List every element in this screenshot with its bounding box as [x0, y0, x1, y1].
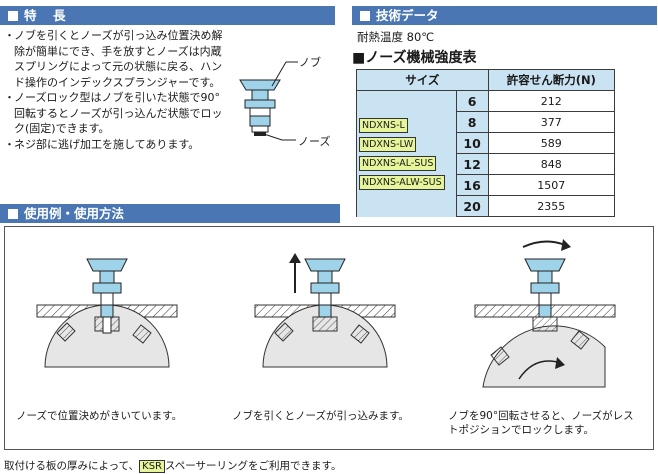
- force-cell: 848: [487, 153, 616, 175]
- ksr-tag: KSR: [139, 460, 165, 473]
- usage-illustrations: [36, 239, 616, 388]
- usage-header: 使用例・使用方法: [0, 204, 340, 223]
- size-cell: 16: [455, 174, 489, 196]
- size-cell: 12: [455, 153, 489, 175]
- table-row: 16 1507: [357, 174, 616, 196]
- model-list-cell: NDXNS-L NDXNS-LW NDXNS-AL-SUS NDXNS-ALW-…: [356, 90, 457, 217]
- nose-label: ノーズ: [298, 135, 331, 148]
- plunger-diagram: [239, 61, 298, 141]
- size-cell: 10: [455, 132, 489, 154]
- feature-item: ・ ノブを引くとノーズが引っ込み位置決め解除が簡単にでき、手を放すとノーズは内蔵…: [4, 29, 223, 89]
- force-cell: 212: [487, 90, 616, 112]
- table-row: 12 848: [357, 153, 616, 175]
- table-title: ■ノーズ機械強度表: [352, 50, 477, 66]
- usage-caption-1: ノーズで位置決めがきいています。: [16, 410, 183, 422]
- model-tag: NDXNS-LW: [359, 136, 417, 152]
- square-bullet-icon: [8, 10, 18, 21]
- model-tag: NDXNS-ALW-SUS: [359, 174, 445, 190]
- heat-resistance: 耐熱温度 80℃: [357, 30, 435, 44]
- feature-item: ・ ノーズロック型はノブを引いた状態で90°回転するとノーズが引っ込んだ状態でロ…: [4, 91, 223, 135]
- knob-label: ノブ: [299, 56, 321, 69]
- usage-step-3-diagram: [474, 239, 616, 388]
- model-tag: NDXNS-L: [359, 117, 408, 133]
- usage-step-2-diagram: [254, 253, 396, 368]
- size-cell: 8: [455, 111, 489, 133]
- square-bullet-icon: [360, 10, 370, 21]
- table-row: 10 589: [357, 132, 616, 154]
- force-cell: 589: [487, 132, 616, 154]
- table-row: NDXNS-L NDXNS-LW NDXNS-AL-SUS NDXNS-ALW-…: [356, 90, 616, 217]
- size-cell: 6: [455, 90, 489, 112]
- model-tag: NDXNS-AL-SUS: [359, 155, 437, 171]
- usage-step-1-diagram: [36, 258, 178, 368]
- square-bullet-icon: [8, 208, 18, 219]
- force-cell: 377: [487, 111, 616, 133]
- usage-box: [4, 226, 654, 450]
- table-header-row: サイズ 許容せん断力(N): [356, 69, 616, 91]
- features-list: ・ ノブを引くとノーズが引っ込み位置決め解除が簡単にでき、手を放すとノーズは内蔵…: [4, 28, 226, 152]
- features-header: 特 長: [0, 6, 335, 25]
- rotate-arrow-icon: [522, 240, 566, 248]
- strength-table: サイズ 許容せん断力(N) NDXNS-L NDXNS-LW NDXNS-AL-…: [356, 69, 616, 217]
- size-cell: 20: [455, 195, 489, 217]
- usage-caption-3: ノブを90°回転させると、ノーズがレストポジションでロックします。: [448, 410, 634, 436]
- feature-item: ・ ネジ部に逃げ加工を施してあります。: [4, 137, 200, 151]
- table-row: 20 2355: [357, 195, 616, 217]
- arrow-up-icon: [289, 253, 301, 263]
- col-force: 許容せん断力(N): [487, 69, 616, 91]
- force-cell: 1507: [487, 174, 616, 196]
- tech-header: 技術データ: [352, 6, 657, 25]
- col-size: サイズ: [356, 69, 489, 91]
- usage-caption-2: ノブを引くとノーズが引っ込みます。: [232, 410, 409, 422]
- force-cell: 2355: [487, 195, 616, 217]
